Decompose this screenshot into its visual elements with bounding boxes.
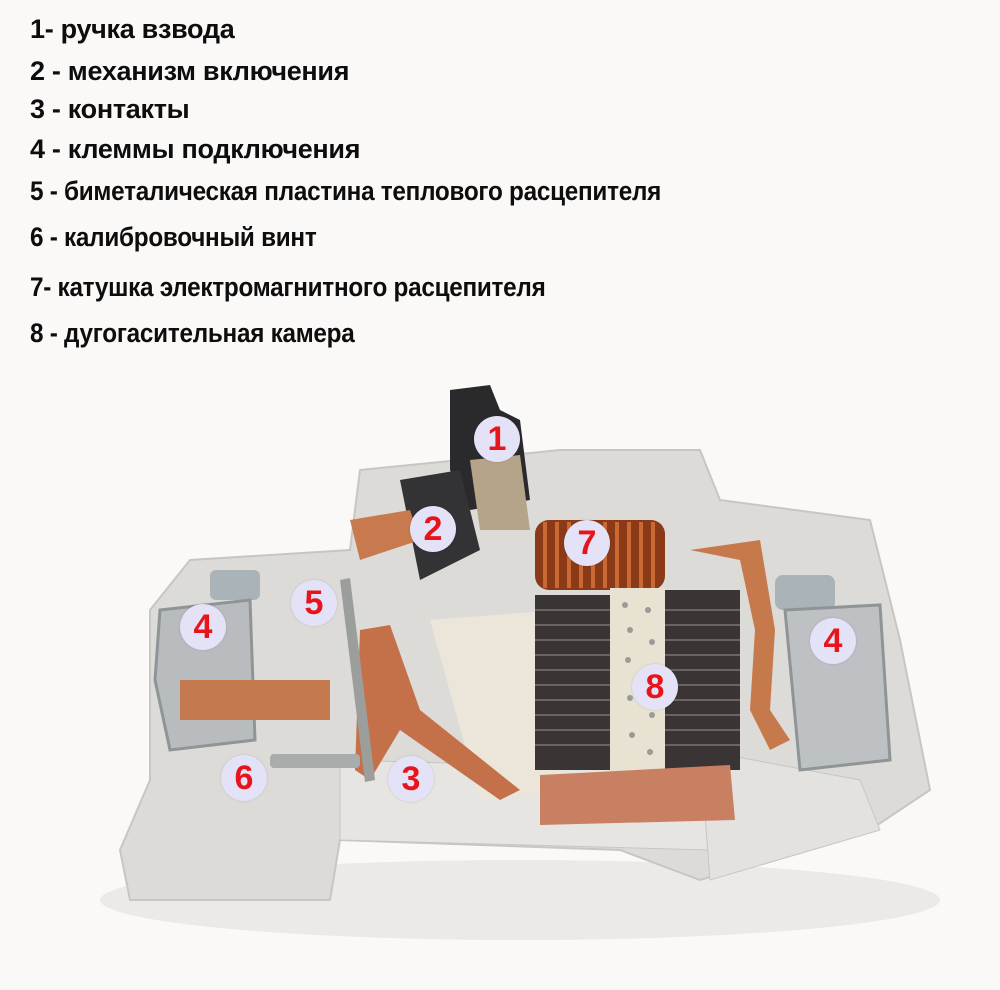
breaker-illustration [100,385,940,940]
legend-item-6: 6 - калибровочный винт [30,222,317,252]
legend-item-4: 4 - клеммы подключения [30,134,361,164]
marker-3: 3 [388,756,434,802]
marker-5: 5 [291,580,337,626]
legend: 1- ручка взвода 2 - механизм включения 3… [0,0,1000,360]
legend-item-3: 3 - контакты [30,94,190,124]
marker-2: 2 [410,506,456,552]
marker-7: 7 [564,520,610,566]
marker-6: 6 [221,755,267,801]
marker-8: 8 [632,664,678,710]
legend-item-2: 2 - механизм включения [30,56,350,86]
breaker-photo: 1 2 3 4 4 5 6 7 8 [0,380,1000,990]
marker-4-left: 4 [180,604,226,650]
legend-item-8: 8 - дугогасительная камера [30,318,355,348]
marker-4-right: 4 [810,618,856,664]
legend-item-5: 5 - биметалическая пластина теплового ра… [30,176,662,206]
legend-item-1: 1- ручка взвода [30,14,235,44]
legend-item-7: 7- катушка электромагнитного расцепителя [30,272,546,302]
marker-1: 1 [474,416,520,462]
